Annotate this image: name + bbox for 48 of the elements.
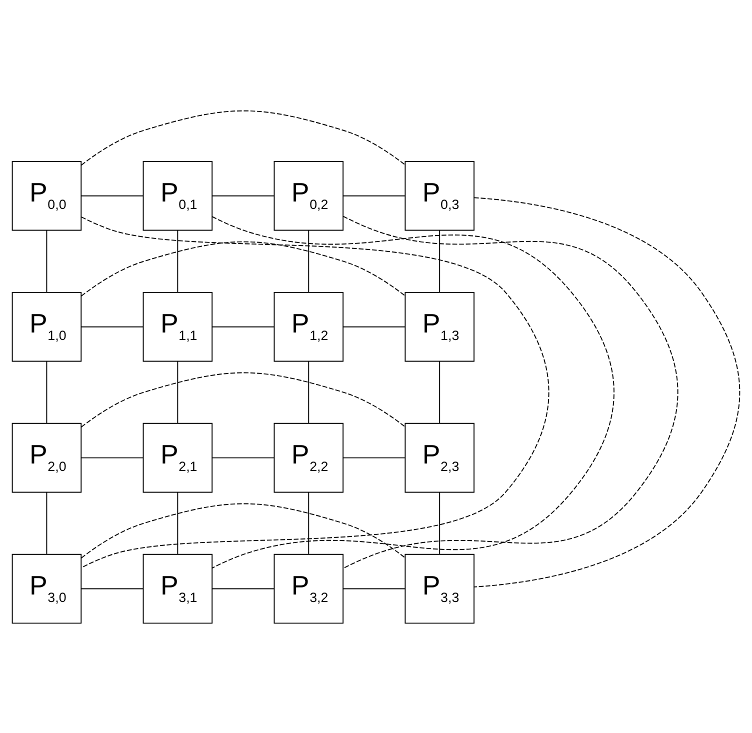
connector [80,372,406,427]
connector [80,240,406,296]
connector [474,196,740,587]
connector [439,360,440,423]
node-box: P$_{3,0}$ [12,553,82,624]
connector [342,588,406,589]
connector [177,229,178,292]
node-box: P$_{0,3}$ [404,160,474,230]
connector [80,588,144,589]
connector [212,588,274,589]
connector [308,491,310,554]
connector [439,491,440,554]
connector [46,491,48,554]
connector [80,456,144,458]
connector [177,360,178,423]
node-box: P$_{1,2}$ [274,291,344,362]
connector [80,194,144,196]
connector [80,502,406,558]
connector [46,360,48,423]
node-box: P$_{0,2}$ [274,160,344,230]
connector [212,194,274,196]
connector [80,110,406,166]
node-box: P$_{3,1}$ [142,553,213,624]
node-box: P$_{3,3}$ [404,553,474,624]
connector [212,216,614,568]
connector [80,216,550,568]
connector [342,194,406,196]
connector [342,456,406,458]
connector [80,326,144,327]
connector [212,326,274,327]
connector [308,360,310,423]
connector [212,456,274,458]
node-box: P$_{1,1}$ [142,291,213,362]
connector [342,326,406,327]
node-box: P$_{2,1}$ [142,422,213,492]
connector [177,491,178,554]
node-box: P$_{2,2}$ [274,422,344,492]
node-box: P$_{2,3}$ [404,422,474,492]
node-box: P$_{3,2}$ [274,553,344,624]
node-box: P$_{2,0}$ [12,422,82,492]
connector [308,229,310,292]
node-box: P$_{1,0}$ [12,291,82,362]
connector [439,229,440,292]
node-box: P$_{0,0}$ [12,160,82,230]
node-box: P$_{1,3}$ [404,291,474,362]
node-box: P$_{0,1}$ [142,160,213,230]
connector [342,215,678,568]
connector [46,229,48,292]
